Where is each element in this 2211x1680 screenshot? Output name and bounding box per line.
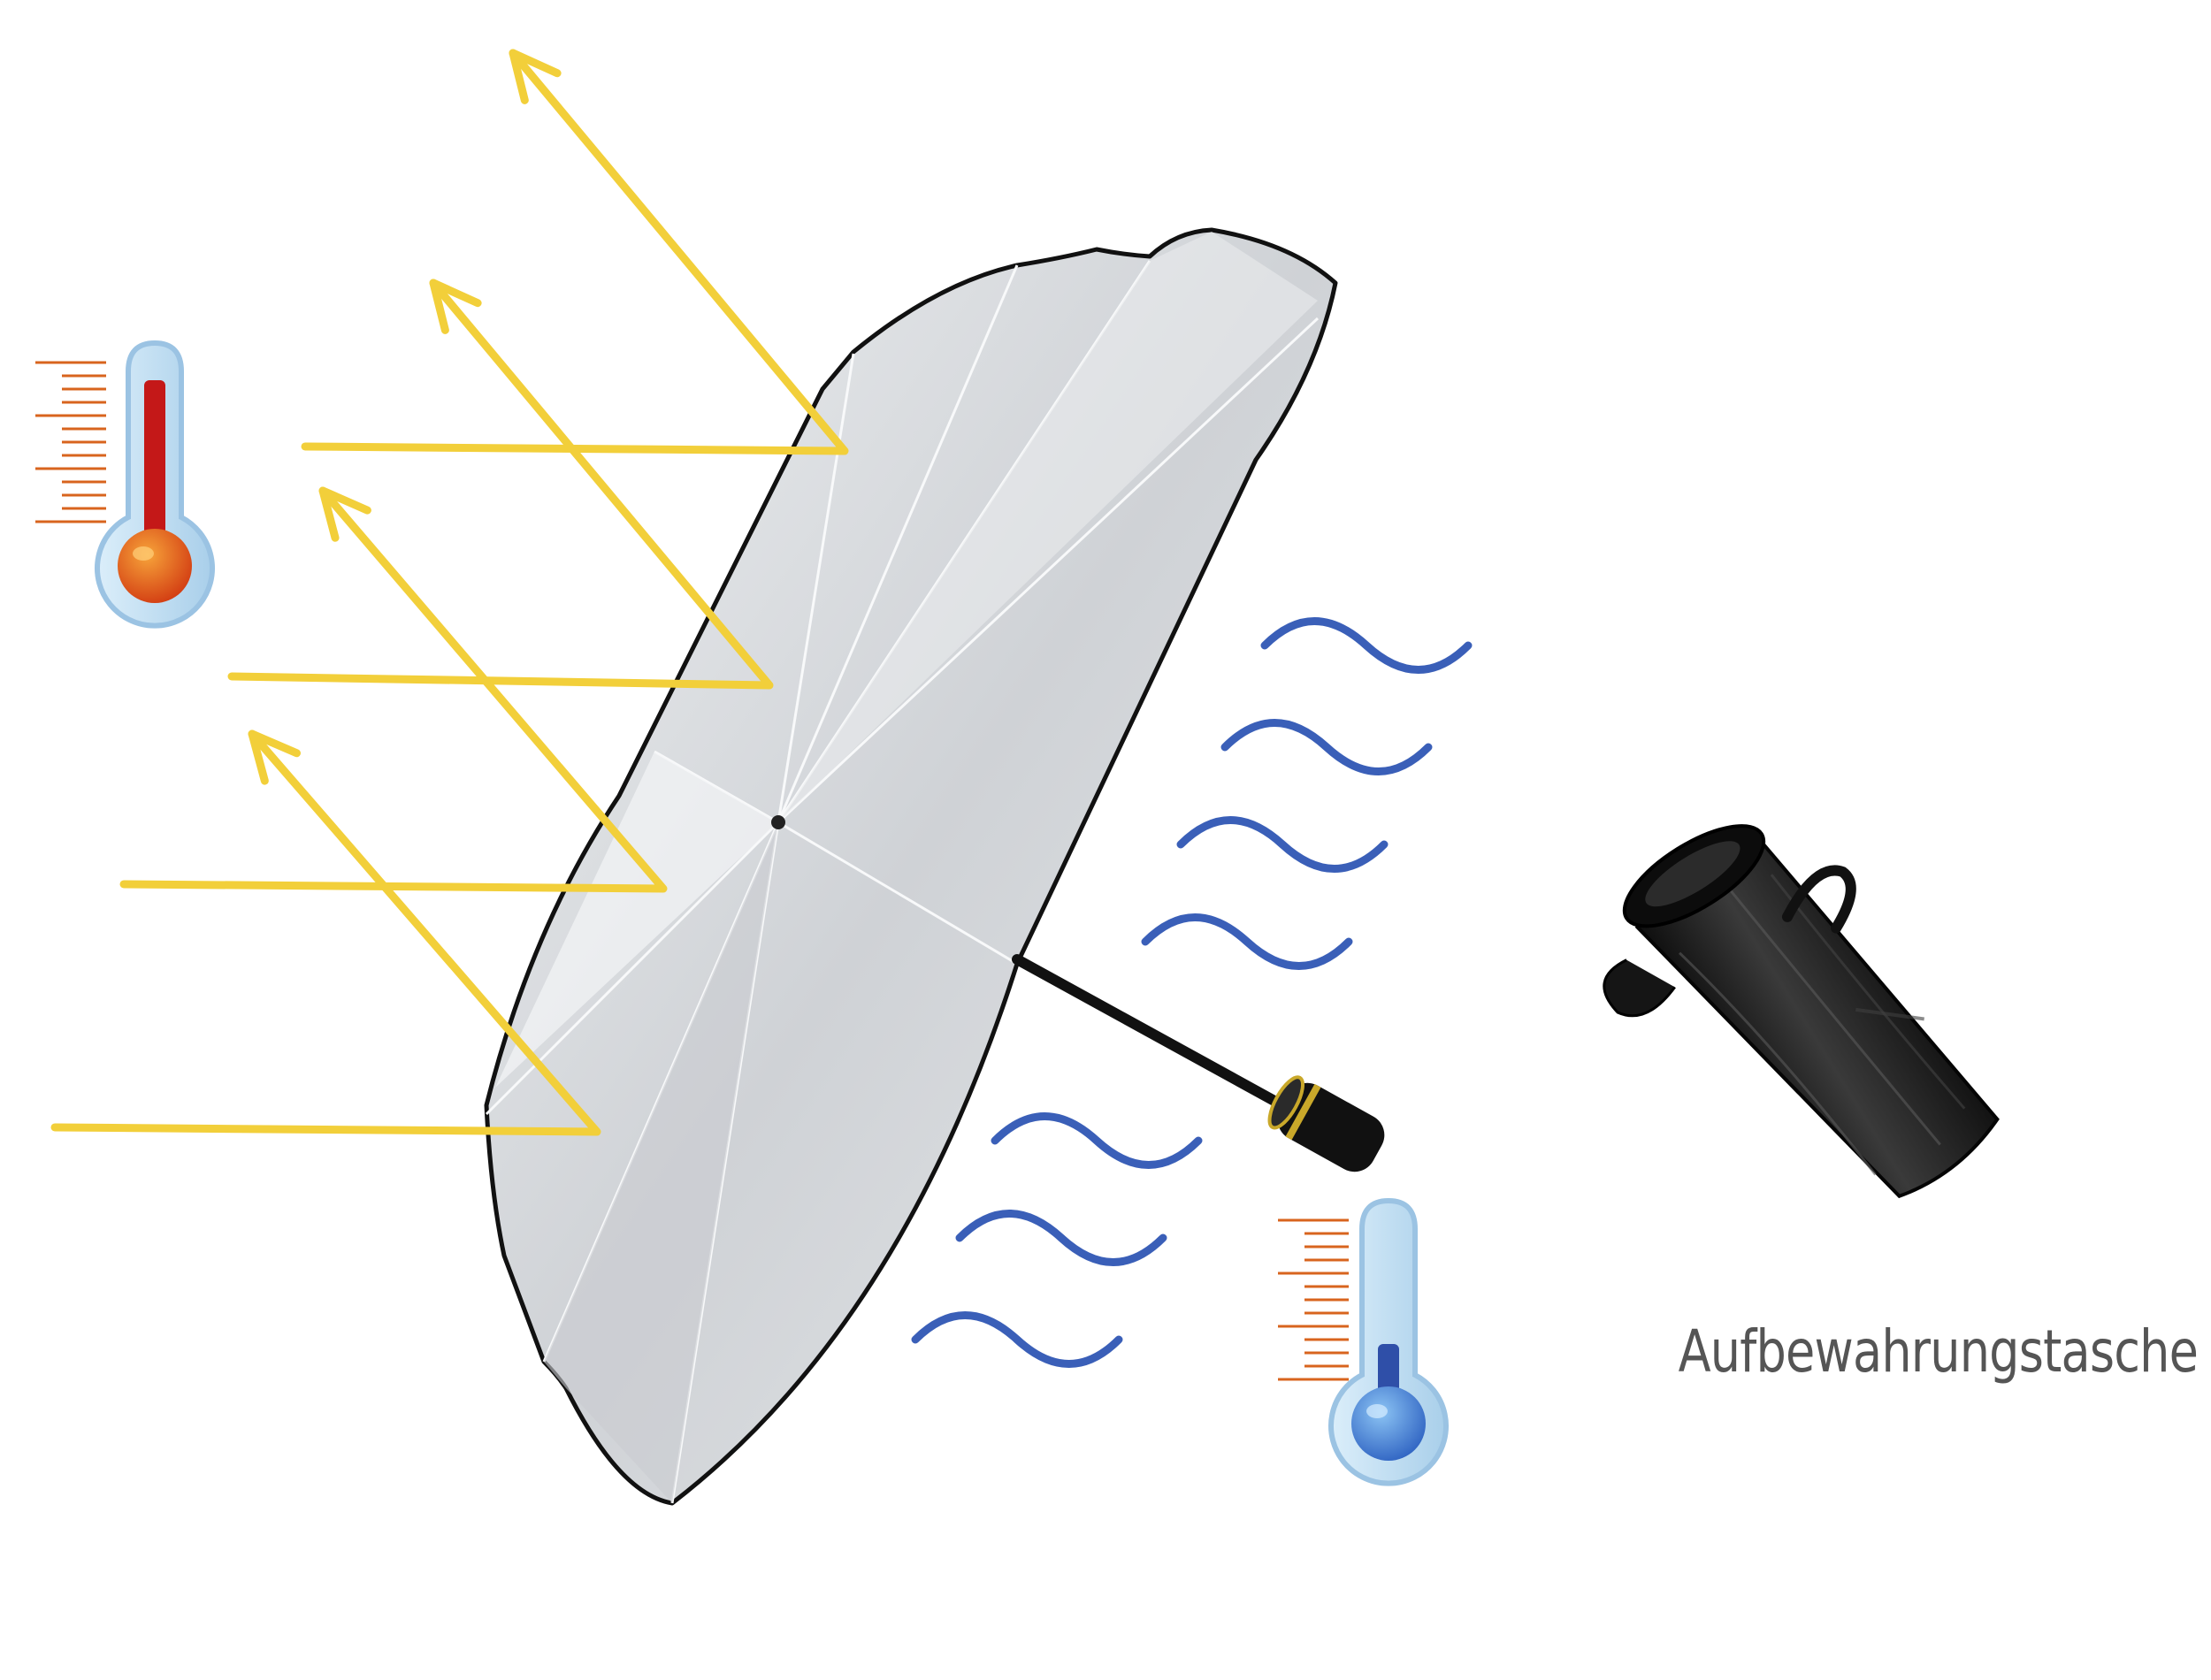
cool-air-wave-7 [911, 1311, 1123, 1368]
canopy-hub [771, 815, 785, 829]
sun-rays [50, 49, 849, 1136]
cool-air-wave-1 [1260, 617, 1473, 674]
sun-ray-arrowhead-4 [248, 729, 302, 785]
sunshade-umbrella-icon [484, 227, 1385, 1506]
umbrella-shaft [1012, 954, 1288, 1111]
hot-scale-ticks [35, 361, 106, 523]
cool-air-wave-4 [1141, 913, 1353, 970]
sun-ray-3 [119, 486, 668, 893]
cool-air-waves [911, 617, 1473, 1368]
thermometer-cold-icon [1278, 1197, 1449, 1486]
storage-bag-icon [1603, 824, 2000, 1199]
storage-bag-caption: Aufbewahrungstasche [1678, 1317, 2199, 1386]
sun-ray-arrowhead-1 [509, 49, 562, 104]
cold-scale-ticks [1278, 1218, 1349, 1381]
sun-ray-4 [50, 729, 601, 1136]
cool-air-wave-5 [991, 1112, 1203, 1169]
cool-air-wave-2 [1220, 719, 1433, 775]
sun-ray-2 [227, 279, 774, 690]
umbrella-handle [1267, 1075, 1385, 1172]
cool-air-wave-3 [1176, 816, 1389, 873]
sun-ray-arrowhead-2 [429, 279, 482, 334]
thermometer-hot-icon [35, 340, 215, 629]
cool-air-wave-6 [955, 1210, 1167, 1266]
sun-ray-1 [301, 49, 849, 455]
sun-ray-arrowhead-3 [318, 486, 371, 542]
